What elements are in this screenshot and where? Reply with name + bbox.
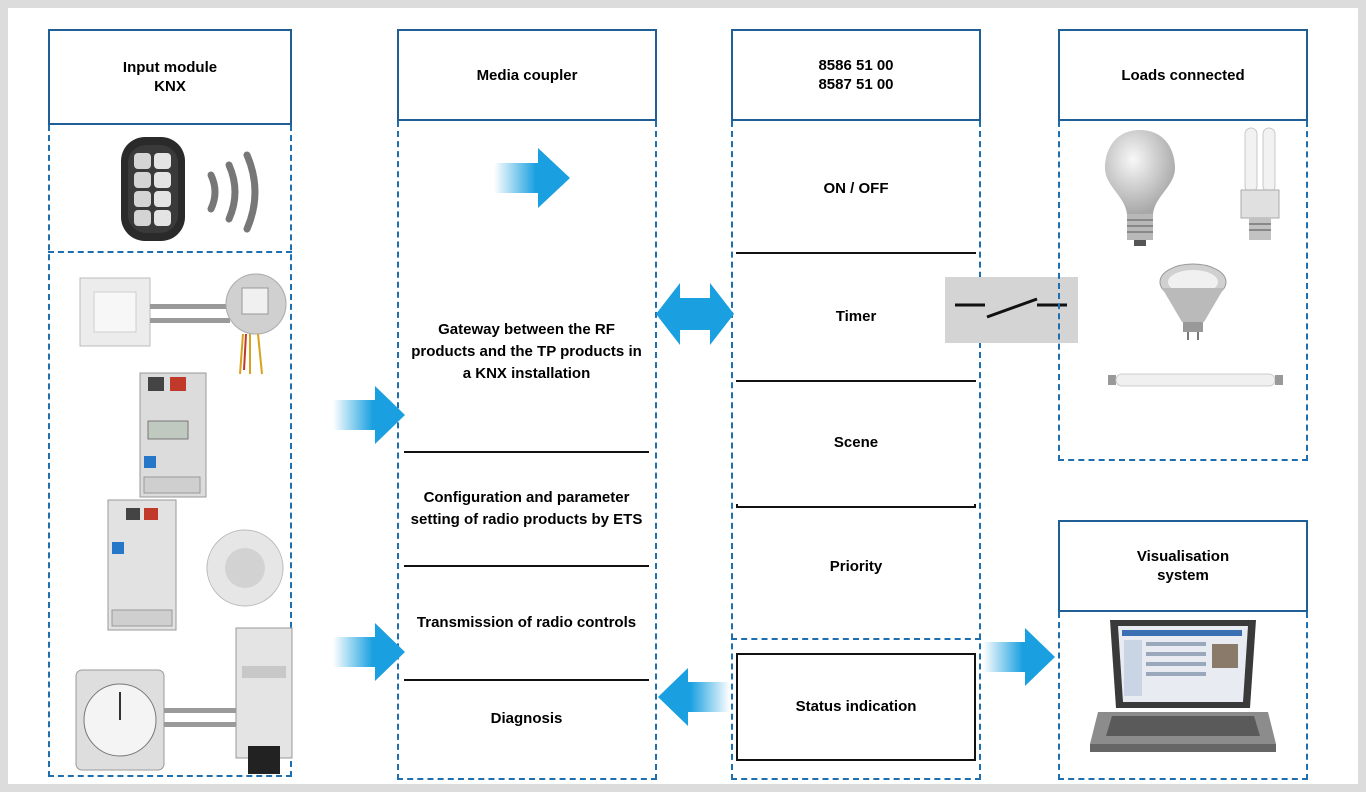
relay-contact-icon — [945, 277, 1078, 343]
function-divider — [404, 565, 649, 567]
function-on-off-label: ON / OFF — [823, 180, 889, 197]
right-arrow-icon — [333, 623, 405, 681]
bidirectional-arrow-icon — [656, 283, 734, 345]
function-gateway: Gateway between the RF products and the … — [404, 253, 649, 451]
media-coupler-title: Media coupler — [476, 66, 578, 84]
actuator-divider — [731, 638, 981, 640]
function-timer: Timer — [736, 254, 976, 380]
din-rail-timer-icon — [138, 371, 208, 499]
actuator-frame — [731, 121, 981, 780]
input-module-frame — [48, 125, 292, 777]
function-gateway-label: Gateway between the RF products and the … — [411, 321, 642, 382]
function-diagnosis-label: Diagnosis — [490, 710, 563, 727]
media-coupler-frame — [397, 121, 657, 780]
function-configuration: Configuration and parameter setting of r… — [404, 453, 649, 565]
wall-switch-with-binary-input-icon — [78, 266, 288, 376]
media-coupler-header: Media coupler — [397, 29, 657, 121]
function-transmission: Transmission of radio controls — [404, 567, 649, 679]
left-arrow-icon — [658, 668, 730, 726]
function-divider — [404, 451, 649, 453]
function-timer-label: Timer — [835, 308, 877, 325]
loads-frame — [1058, 121, 1308, 461]
laptop-icon — [1088, 616, 1278, 766]
loads-header: Loads connected — [1058, 29, 1308, 121]
fluorescent-tube-icon — [1108, 370, 1283, 390]
input-module-title: Input module KNX — [122, 59, 218, 95]
status-indication-box: Status indication — [736, 653, 976, 761]
right-arrow-icon — [494, 148, 570, 208]
function-divider — [404, 679, 649, 681]
function-on-off: ON / OFF — [736, 126, 976, 252]
visualisation-header: Visualisation system — [1058, 520, 1308, 612]
media-coupler-functions: Gateway between the RF products and the … — [404, 253, 649, 757]
analog-time-switch-icon — [72, 626, 294, 776]
rf-remote-control-icon — [116, 135, 276, 245]
diagram-canvas: Input module KNX — [8, 8, 1358, 784]
function-divider — [736, 252, 976, 254]
function-priority-label: Priority — [829, 558, 883, 575]
function-transmission-label: Transmission of radio controls — [416, 614, 637, 631]
loads-title: Loads connected — [1121, 66, 1245, 84]
function-divider — [736, 506, 976, 508]
function-divider — [736, 380, 976, 382]
actuator-header: 8586 51 00 8587 51 00 — [731, 29, 981, 121]
right-arrow-icon — [983, 628, 1055, 686]
actuator-title: 8586 51 00 8587 51 00 — [818, 57, 894, 93]
function-scene-label: Scene — [833, 434, 879, 451]
function-diagnosis: Diagnosis — [404, 681, 649, 757]
halogen-spot-icon — [1158, 260, 1228, 340]
actuator-functions: ON / OFF Timer Scene Priority — [736, 126, 976, 626]
input-module-header: Input module KNX — [48, 29, 292, 125]
right-arrow-icon — [333, 386, 405, 444]
visualisation-frame — [1058, 612, 1308, 780]
input-module-divider — [48, 251, 292, 253]
function-priority: Priority — [736, 508, 976, 626]
visualisation-title: Visualisation system — [1136, 548, 1230, 584]
status-indication-label: Status indication — [795, 698, 917, 715]
incandescent-bulb-icon — [1103, 126, 1178, 248]
function-configuration-label: Configuration and parameter setting of r… — [410, 489, 643, 528]
din-rail-sensor-and-motion-detector-icon — [98, 498, 288, 633]
compact-fluorescent-lamp-icon — [1236, 126, 1286, 248]
function-scene: Scene — [736, 382, 976, 504]
